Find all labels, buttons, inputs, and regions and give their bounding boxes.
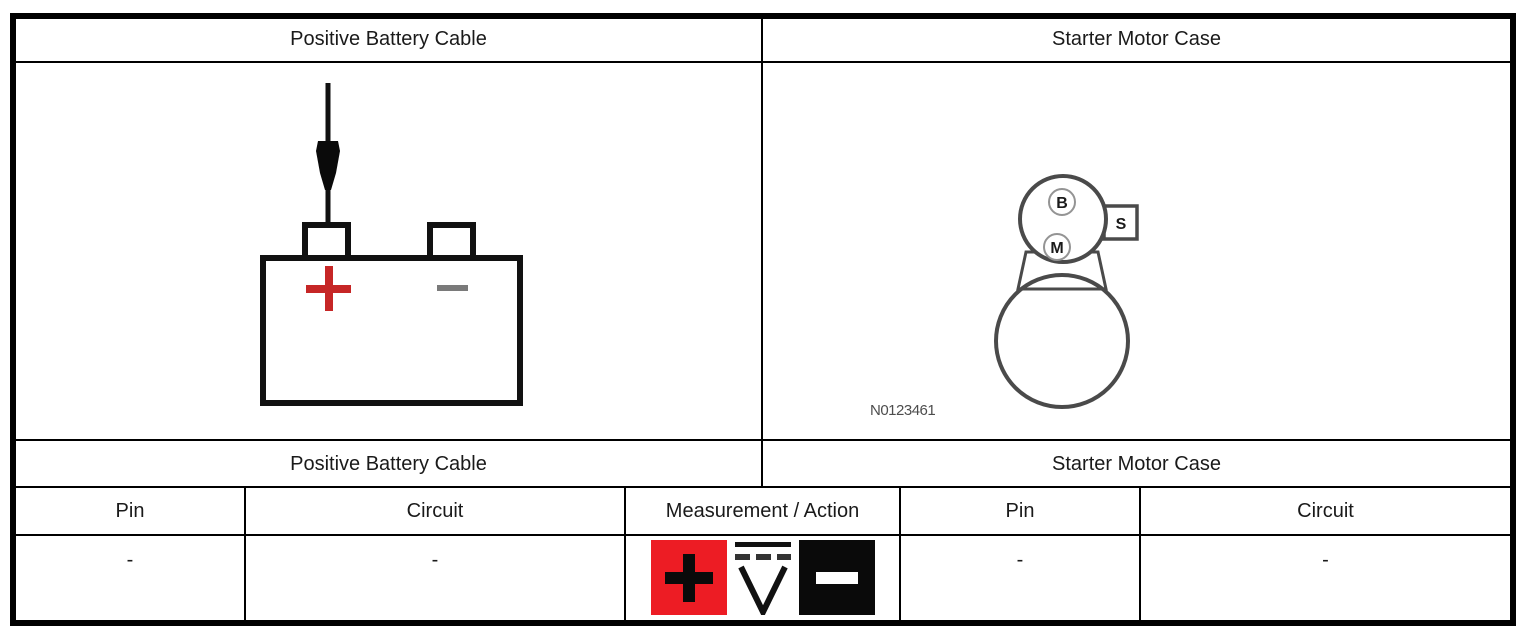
dc-voltage-icon [734, 542, 791, 615]
battery-positive-terminal [302, 222, 351, 261]
terminal-s-label: S [1116, 216, 1127, 233]
minus-symbol-icon [437, 285, 468, 291]
value-pin-right: - [1016, 549, 1024, 571]
value-circuit-left: - [431, 549, 439, 571]
header-starter-motor-case-bottom: Starter Motor Case [1052, 452, 1221, 475]
battery-negative-terminal [427, 222, 476, 261]
grid-line-h1 [16, 61, 1510, 63]
starter-motor-case-circle [994, 273, 1130, 409]
negative-probe-icon [798, 540, 875, 615]
column-header-circuit-left: Circuit [406, 500, 464, 522]
grid-line-h4 [16, 534, 1510, 536]
header-positive-battery-cable-top: Positive Battery Cable [290, 28, 487, 50]
grid-line-v2 [624, 487, 626, 620]
battery-diagram [260, 83, 523, 406]
grid-line-h3 [16, 486, 1510, 488]
terminal-b-label: B [1056, 195, 1068, 212]
terminal-m-label: M [1050, 240, 1063, 257]
grid-line-center [761, 19, 763, 488]
header-starter-motor-case-top: Starter Motor Case [1052, 28, 1221, 50]
plus-symbol-icon [306, 266, 351, 311]
battery-body [260, 255, 523, 406]
value-pin-left: - [126, 549, 134, 571]
value-circuit-right: - [1322, 549, 1329, 571]
figure-code-label: N0123461 [870, 402, 935, 419]
column-header-pin-left: Pin [115, 500, 145, 522]
test-probe-tip-icon [316, 141, 340, 190]
positive-probe-icon [650, 540, 727, 615]
grid-line-v1 [244, 487, 246, 620]
header-positive-battery-cable-bottom: Positive Battery Cable [290, 452, 487, 475]
column-header-pin-right: Pin [1005, 500, 1035, 522]
column-header-circuit-right: Circuit [1297, 500, 1354, 522]
grid-line-v3 [899, 487, 901, 620]
column-header-measurement-action: Measurement / Action [665, 500, 860, 522]
plus-glyph [664, 553, 713, 602]
starter-solenoid-circle [1018, 174, 1108, 264]
grid-line-h2 [16, 439, 1510, 441]
measurement-action-icons [626, 540, 899, 620]
terminal-m-circle [1043, 233, 1071, 261]
terminal-b-circle [1048, 188, 1076, 216]
grid-line-v4 [1139, 487, 1141, 620]
starter-s-terminal-tab [1102, 204, 1139, 241]
starter-motor-diagram: B M S N0123461 [870, 174, 1139, 419]
minus-glyph [815, 571, 858, 584]
